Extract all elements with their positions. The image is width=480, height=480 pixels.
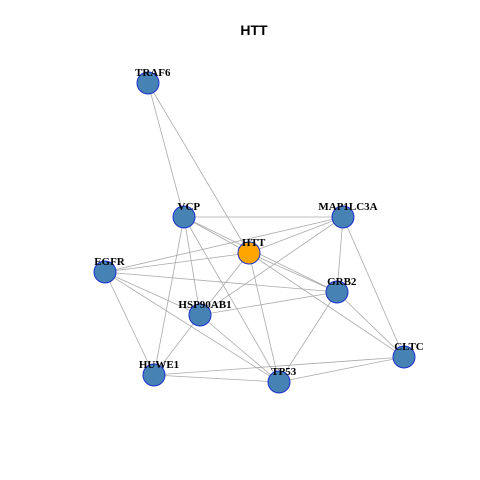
node-tp53[interactable]: TP53 (267, 366, 297, 394)
edge-htt-grb2 (248, 252, 338, 293)
edge-htt-cltc (248, 252, 405, 358)
edge-hsp90ab1-huwe1 (153, 314, 201, 376)
node-circle[interactable] (325, 280, 349, 304)
edge-vcp-htt (183, 216, 250, 254)
edge-htt-egfr (104, 252, 250, 273)
edge-htt-tp53 (248, 252, 280, 383)
edge-egfr-grb2 (104, 271, 338, 293)
edge-egfr-huwe1 (104, 271, 155, 376)
node-map1lc3a[interactable]: MAP1LC3A (318, 201, 378, 229)
node-label: GRB2 (327, 276, 357, 288)
edge-huwe1-tp53 (153, 374, 280, 383)
node-circle[interactable] (237, 241, 261, 265)
edges-layer (104, 82, 405, 383)
edge-map1lc3a-htt (248, 216, 344, 254)
node-circle[interactable] (93, 260, 117, 284)
edge-grb2-cltc (336, 291, 405, 358)
node-label: HUWE1 (139, 359, 179, 371)
edge-huwe1-cltc (153, 356, 405, 376)
node-circle[interactable] (136, 71, 160, 95)
edge-htt-hsp90ab1 (199, 252, 250, 316)
edge-egfr-hsp90ab1 (104, 271, 201, 316)
node-label: CLTC (394, 341, 424, 353)
edge-traf6-htt (147, 82, 250, 254)
edge-tp53-cltc (278, 356, 405, 383)
edge-egfr-tp53 (104, 271, 280, 383)
node-traf6[interactable]: TRAF6 (135, 67, 171, 95)
node-label: HTT (242, 237, 266, 249)
node-grb2[interactable]: GRB2 (325, 276, 357, 304)
edge-map1lc3a-egfr (104, 216, 344, 273)
graph-title: HTT (240, 22, 268, 38)
node-vcp[interactable]: VCP (172, 201, 201, 229)
node-circle[interactable] (392, 345, 416, 369)
node-hsp90ab1[interactable]: HSP90AB1 (178, 299, 232, 327)
node-label: MAP1LC3A (318, 201, 377, 213)
node-egfr[interactable]: EGFR (93, 256, 126, 284)
edge-map1lc3a-hsp90ab1 (199, 216, 344, 316)
edge-traf6-vcp (147, 82, 185, 218)
edge-map1lc3a-cltc (342, 216, 405, 358)
node-cltc[interactable]: CLTC (392, 341, 424, 369)
edge-vcp-hsp90ab1 (183, 216, 201, 316)
node-circle[interactable] (331, 205, 355, 229)
node-htt[interactable]: HTT (237, 237, 266, 265)
node-label: TP53 (271, 366, 297, 378)
node-circle[interactable] (142, 363, 166, 387)
node-label: EGFR (94, 256, 126, 268)
node-circle[interactable] (188, 303, 212, 327)
edge-vcp-huwe1 (153, 216, 185, 376)
node-huwe1[interactable]: HUWE1 (139, 359, 179, 387)
edge-vcp-grb2 (183, 216, 338, 293)
edge-grb2-hsp90ab1 (199, 291, 338, 316)
node-label: HSP90AB1 (178, 299, 231, 311)
node-label: VCP (178, 201, 201, 213)
node-circle[interactable] (172, 205, 196, 229)
edge-hsp90ab1-tp53 (199, 314, 280, 383)
edge-map1lc3a-grb2 (336, 216, 344, 293)
edge-grb2-tp53 (278, 291, 338, 383)
edge-vcp-tp53 (183, 216, 280, 383)
node-circle[interactable] (267, 370, 291, 394)
node-label: TRAF6 (135, 67, 171, 79)
